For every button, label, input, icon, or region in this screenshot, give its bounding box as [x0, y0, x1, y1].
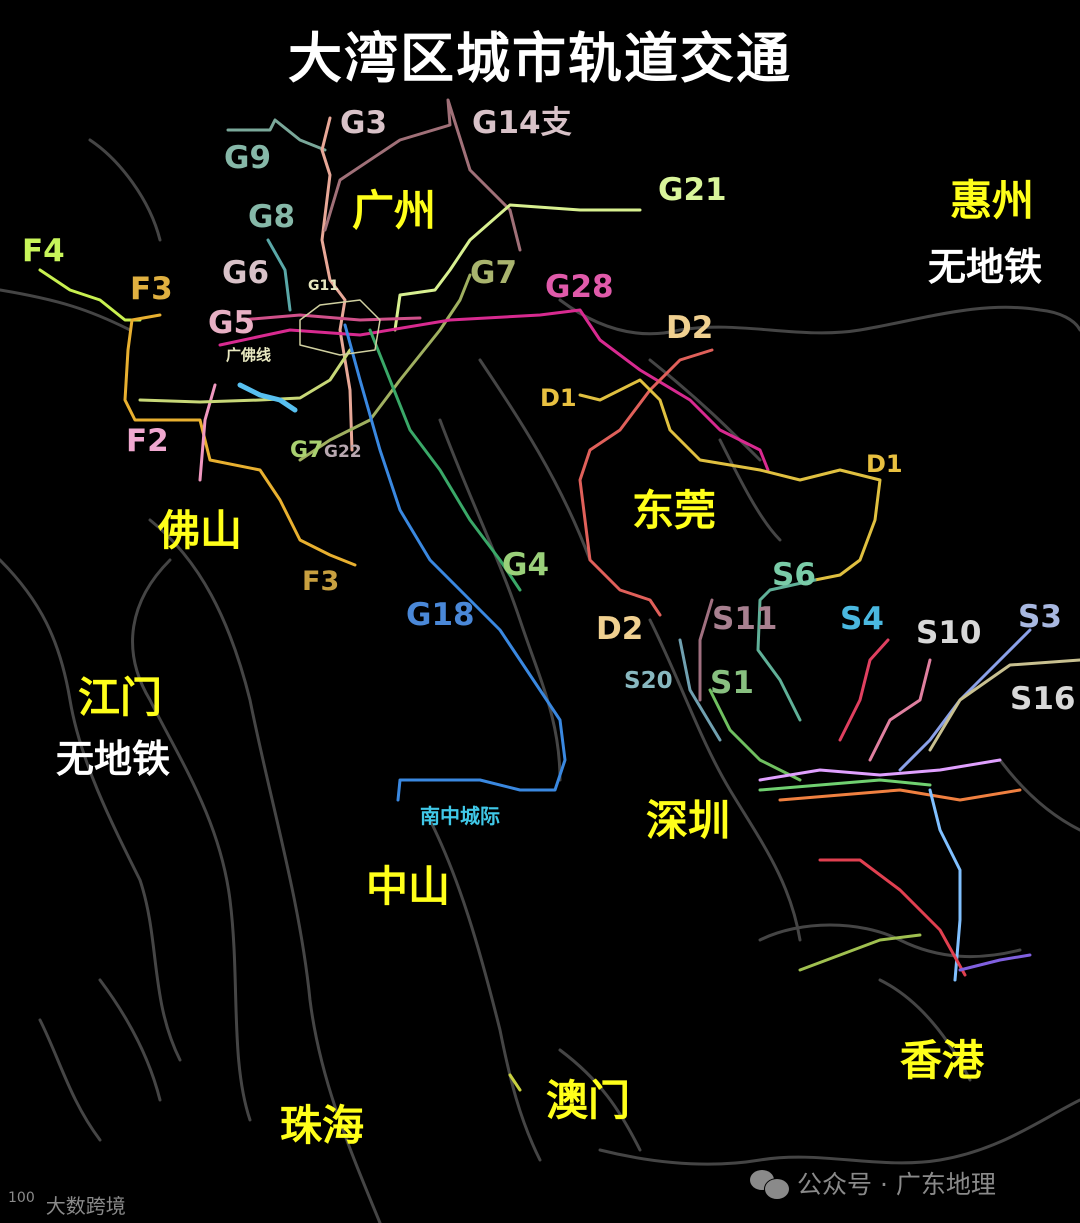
- line-hk-purple: [958, 953, 1032, 972]
- line-S1: [708, 688, 802, 782]
- watermark-left: 100 大数跨境: [8, 1190, 126, 1219]
- line-G18: [343, 323, 567, 802]
- line-label-G8: G8: [248, 199, 296, 235]
- city-label-huizhou: 惠州: [950, 176, 1035, 225]
- line-G14zhi: [323, 98, 522, 252]
- line-label-G7-north: G7: [470, 255, 518, 291]
- line-label-S16: S16: [1010, 681, 1076, 717]
- huizhou-no-metro-note: 无地铁: [928, 245, 1043, 289]
- line-G8: [266, 238, 292, 312]
- line-label-S11: S11: [712, 601, 778, 637]
- jiangmen-no-metro-note: 无地铁: [56, 737, 171, 781]
- line-blue-cyan: [237, 382, 298, 413]
- line-label-G28: G28: [545, 269, 614, 305]
- line-label-G11: G11: [308, 278, 339, 294]
- line-label-G7-south: G7: [290, 438, 324, 463]
- line-label-G3: G3: [340, 105, 388, 141]
- line-D2: [578, 348, 714, 617]
- city-label-jiangmen: 江门: [78, 673, 163, 722]
- line-label-F3-south: F3: [302, 566, 340, 597]
- line-label-F3-north: F3: [130, 271, 173, 307]
- line-S16: [928, 658, 1080, 752]
- line-S20: [678, 638, 722, 742]
- city-label-zhuhai: 珠海: [280, 1101, 365, 1150]
- rail-lines: [38, 98, 1080, 1092]
- line-S4: [838, 638, 890, 742]
- line-label-G6: G6: [222, 255, 270, 291]
- line-hk-south: [928, 788, 962, 982]
- line-label-S4: S4: [840, 601, 884, 637]
- line-label-G5: G5: [208, 305, 256, 341]
- line-label-S1: S1: [710, 665, 754, 701]
- city-label-foshan: 佛山: [158, 506, 243, 555]
- line-G11: [299, 299, 381, 356]
- line-G5: [238, 313, 422, 322]
- line-label-S6: S6: [772, 557, 816, 593]
- watermark-left-text: 大数跨境: [45, 1194, 126, 1218]
- wechat-icon: [750, 1168, 790, 1200]
- line-G4: [368, 328, 522, 592]
- line-label-S20: S20: [624, 668, 673, 694]
- city-label-shenzhen: 深圳: [646, 796, 731, 845]
- watermark-right: 公众号 · 广东地理: [750, 1165, 996, 1201]
- line-hk-red: [818, 858, 967, 977]
- line-macau: [508, 1073, 522, 1092]
- line-label-D2-south: D2: [596, 611, 644, 647]
- line-label-guangfo: 广佛线: [226, 346, 272, 364]
- line-label-D1-west: D1: [540, 384, 577, 412]
- line-F4: [38, 268, 142, 322]
- line-S10: [868, 658, 932, 762]
- line-shenzhen-east-west: [758, 758, 1002, 782]
- page-title: 大湾区城市轨道交通: [288, 27, 792, 90]
- line-G9: [226, 118, 327, 152]
- line-shenzhen-orange: [778, 788, 1022, 802]
- line-label-G22: G22: [324, 442, 362, 462]
- city-label-hongkong: 香港: [900, 1036, 985, 1085]
- line-D1: [578, 378, 882, 582]
- line-label-G4: G4: [502, 547, 550, 583]
- line-label-G18: G18: [406, 597, 475, 633]
- city-label-macau: 澳门: [546, 1076, 631, 1125]
- line-S11: [698, 598, 714, 702]
- line-G7: [298, 273, 472, 462]
- coastline-outlines: [0, 138, 1080, 1223]
- line-label-F2: F2: [126, 423, 169, 459]
- line-shenzhen-green: [758, 778, 932, 792]
- line-label-G21: G21: [658, 172, 727, 208]
- city-label-guangzhou: 广州: [352, 186, 437, 235]
- line-label-S10: S10: [916, 615, 982, 651]
- city-label-zhongshan: 中山: [366, 862, 451, 911]
- k100-logo-icon: 100: [8, 1190, 35, 1206]
- line-label-G14zhi: G14支: [472, 105, 572, 141]
- line-label-D1-east: D1: [866, 450, 903, 478]
- line-G3: [320, 116, 354, 452]
- line-hk-airport: [798, 933, 922, 972]
- line-S6: [756, 578, 817, 722]
- line-label-F4: F4: [22, 233, 65, 269]
- watermark-right-text: 公众号 · 广东地理: [797, 1170, 996, 1199]
- line-F2: [198, 383, 217, 482]
- line-label-nanzhong: 南中城际: [420, 804, 500, 828]
- line-F3: [123, 313, 357, 567]
- line-label-G9: G9: [224, 140, 272, 176]
- line-G21: [393, 203, 642, 332]
- city-label-dongguan: 东莞: [632, 486, 717, 535]
- line-label-D2-north: D2: [666, 310, 714, 346]
- line-label-S3: S3: [1018, 599, 1062, 635]
